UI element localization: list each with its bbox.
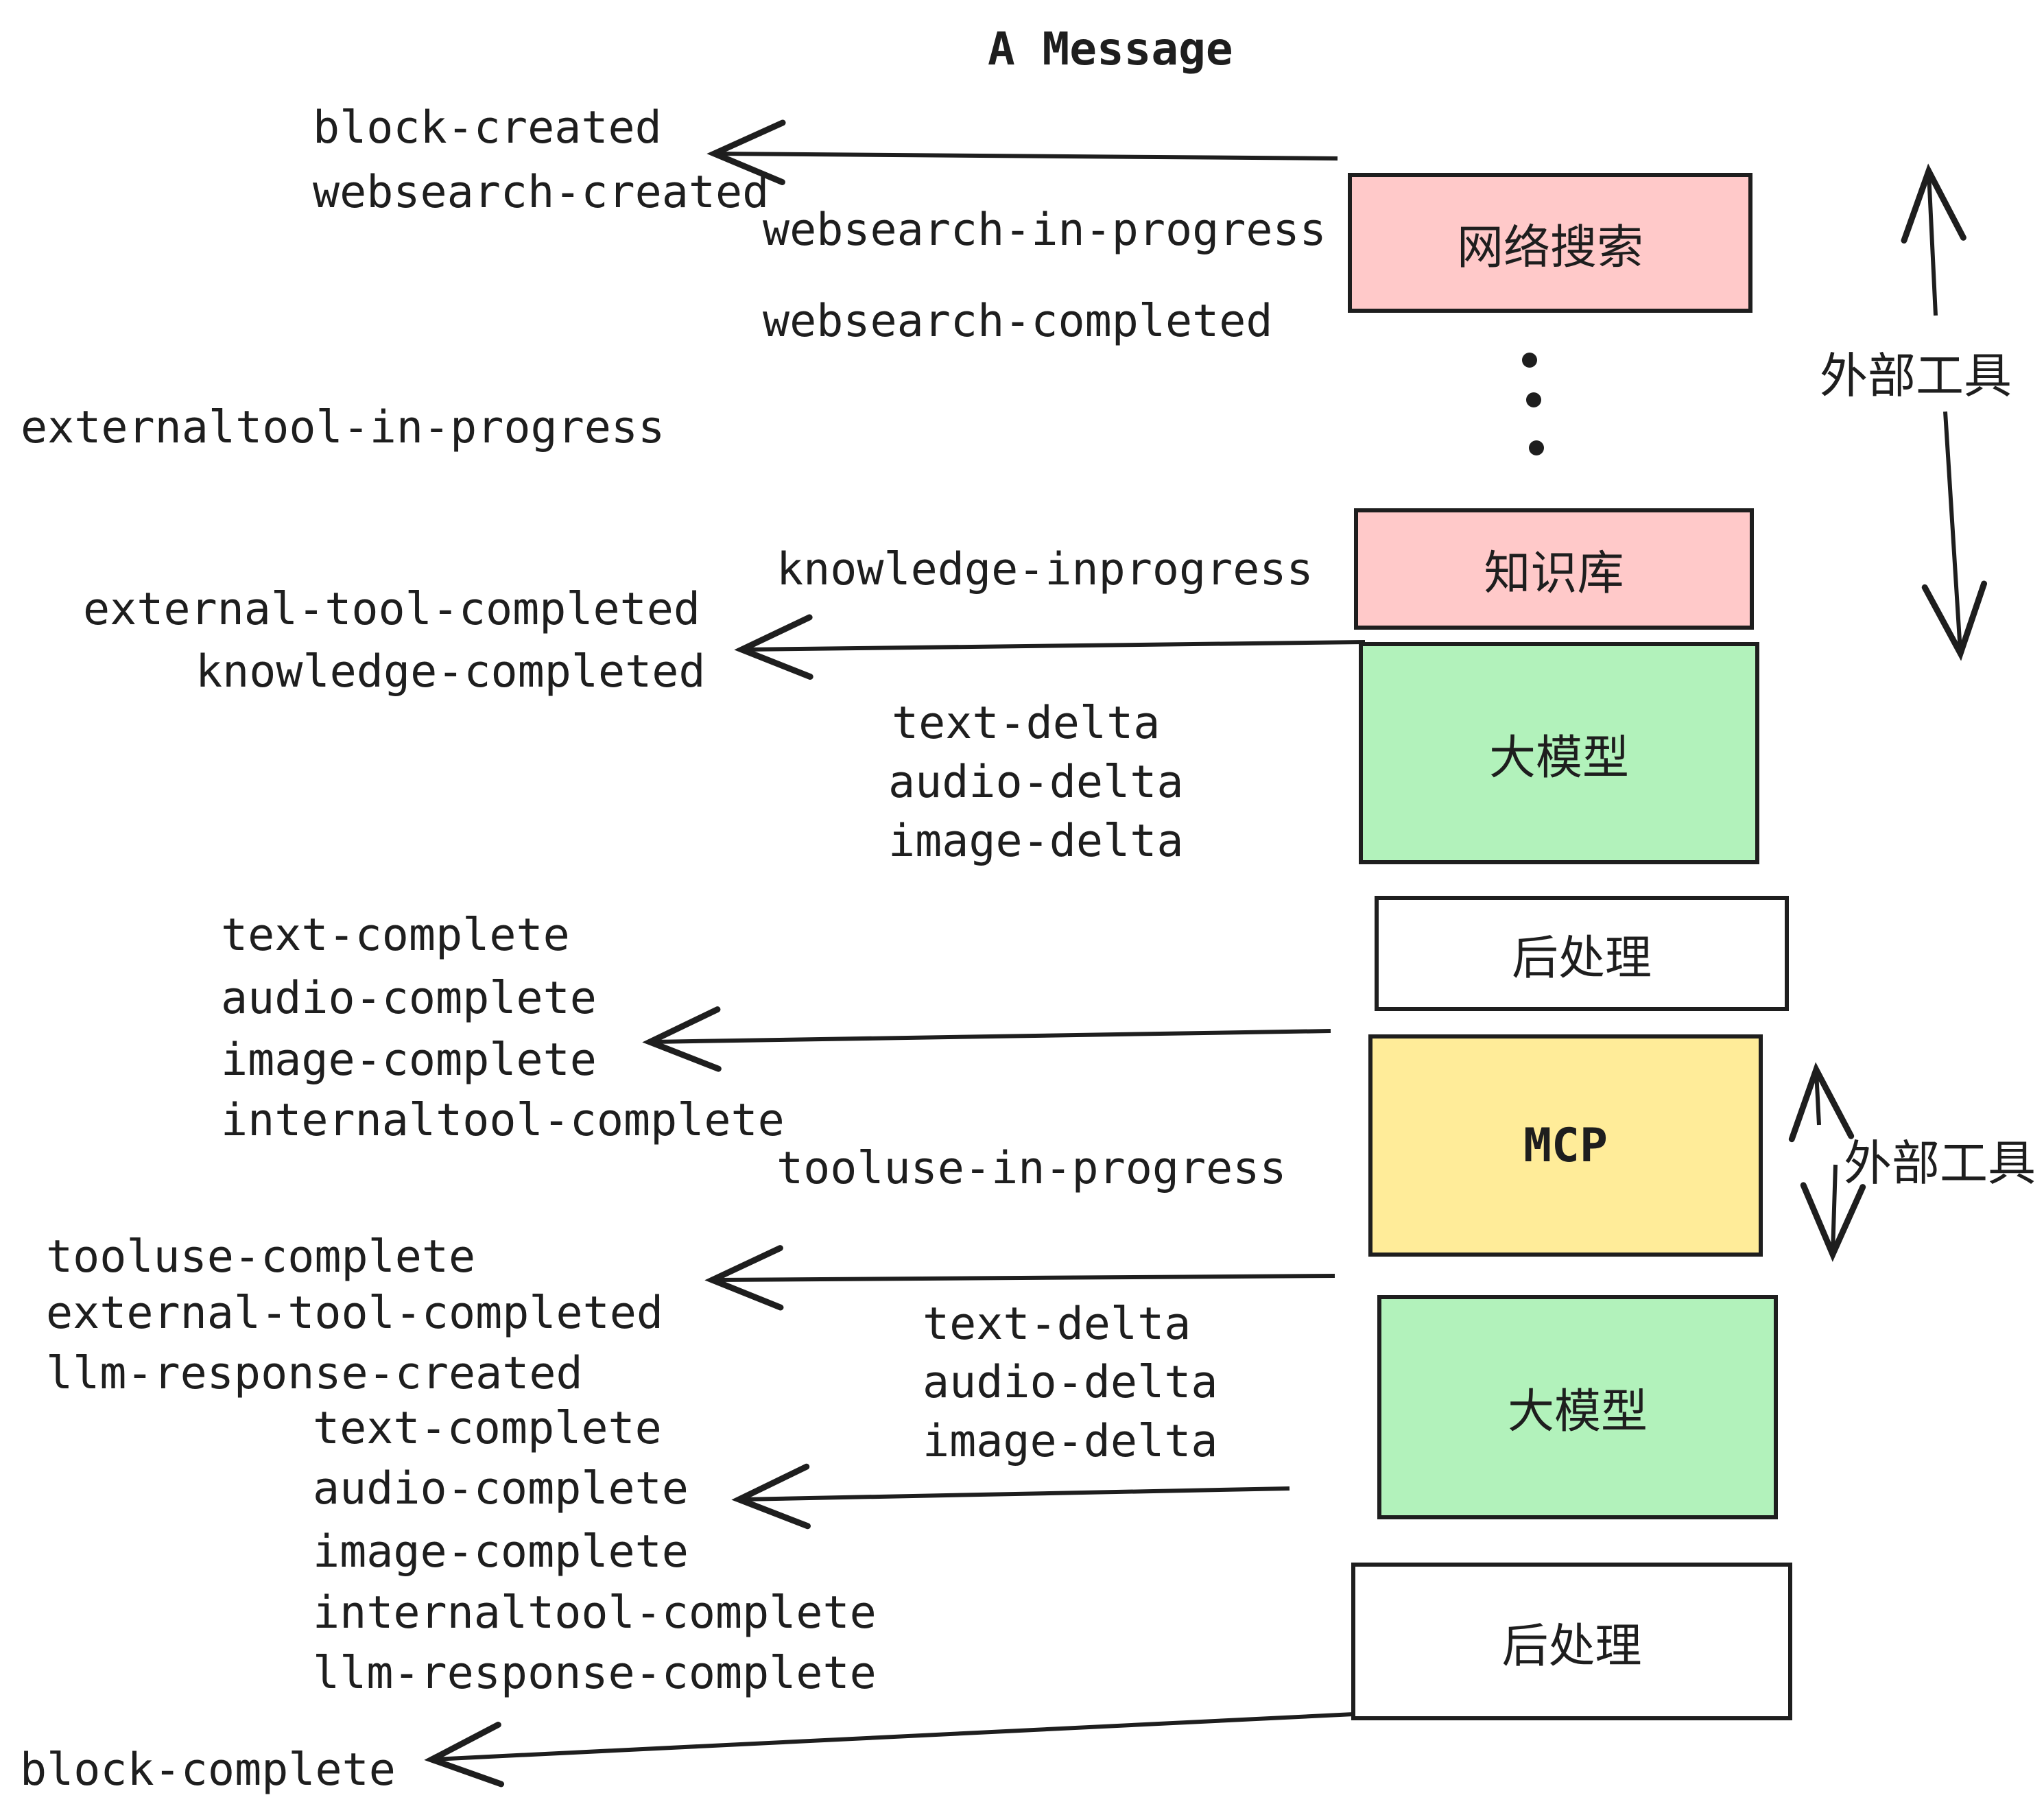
node-knowledge-base-label: 知识库	[1484, 547, 1624, 601]
node-websearch-label: 网络搜索	[1456, 220, 1643, 275]
node-postprocess-1: 后处理	[1375, 896, 1789, 1011]
node-llm-2: 大模型	[1377, 1295, 1778, 1519]
node-mcp: MCP	[1368, 1034, 1763, 1257]
node-postprocess-1-label: 后处理	[1511, 931, 1652, 986]
node-websearch: 网络搜索	[1348, 173, 1752, 313]
node-mcp-label: MCP	[1523, 1118, 1608, 1173]
event-image-delta: image-delta	[888, 816, 1184, 867]
event-tooluse-complete: tooluse-complete	[46, 1231, 476, 1283]
event-image-complete: image-complete	[221, 1034, 597, 1086]
node-knowledge-base: 知识库	[1354, 508, 1754, 630]
event-external-tool-completed-2: external-tool-completed	[46, 1287, 664, 1339]
arrow-to-image-complete	[642, 1006, 1331, 1072]
node-llm-1-label: 大模型	[1488, 731, 1629, 785]
event-text-delta: text-delta	[892, 698, 1161, 749]
event-block-created: block-created	[313, 102, 662, 154]
event-knowledge-inprogress: knowledge-inprogress	[776, 544, 1314, 595]
external-tools-arrow-up-1	[1901, 163, 1966, 316]
event-externaltool-in-progress: externaltool-in-progress	[21, 402, 665, 453]
event-websearch-completed: websearch-completed	[763, 296, 1273, 347]
event-llm-response-complete: llm-response-complete	[313, 1648, 877, 1699]
event-knowledge-completed: knowledge-completed	[195, 646, 706, 698]
node-llm-2-label: 大模型	[1507, 1385, 1648, 1439]
event-image-delta-2: image-delta	[923, 1416, 1218, 1467]
event-internaltool-complete: internaltool-complete	[221, 1095, 785, 1146]
arrow-to-knowledge-completed	[734, 614, 1366, 680]
node-postprocess-2: 后处理	[1351, 1563, 1792, 1720]
arrow-to-block-created	[706, 119, 1338, 185]
event-audio-complete-2: audio-complete	[313, 1463, 689, 1515]
external-tools-label-2: 外部工具	[1844, 1135, 2036, 1191]
external-tools-arrow-up-2	[1788, 1062, 1855, 1143]
event-websearch-in-progress: websearch-in-progress	[763, 204, 1327, 256]
external-tools-label-1: 外部工具	[1820, 348, 2012, 404]
arrow-to-audio-complete	[731, 1463, 1290, 1530]
event-audio-delta: audio-delta	[888, 757, 1184, 808]
node-postprocess-2-label: 后处理	[1501, 1619, 1642, 1674]
event-llm-response-created: llm-response-created	[46, 1348, 583, 1399]
event-audio-delta-2: audio-delta	[923, 1357, 1218, 1408]
ellipsis-dots	[1522, 353, 1544, 455]
event-websearch-created: websearch-created	[313, 167, 770, 218]
event-audio-complete: audio-complete	[221, 973, 597, 1024]
event-text-complete: text-complete	[221, 910, 570, 961]
event-image-complete-2: image-complete	[313, 1526, 689, 1578]
external-tools-arrow-down-2	[1800, 1164, 1866, 1262]
event-internaltool-complete-2: internaltool-complete	[313, 1587, 877, 1639]
external-tools-arrow-down-1	[1921, 411, 1988, 661]
event-text-complete-2: text-complete	[313, 1403, 662, 1454]
event-external-tool-completed: external-tool-completed	[83, 584, 701, 635]
diagram-title: A Message	[988, 23, 1233, 75]
node-llm-1: 大模型	[1359, 642, 1759, 864]
arrow-to-external-tool-completed	[704, 1245, 1335, 1311]
event-text-delta-2: text-delta	[923, 1298, 1191, 1350]
event-tooluse-in-progress: tooluse-in-progress	[776, 1143, 1287, 1194]
event-block-complete: block-complete	[20, 1744, 396, 1796]
arrow-to-block-complete	[424, 1712, 1355, 1788]
